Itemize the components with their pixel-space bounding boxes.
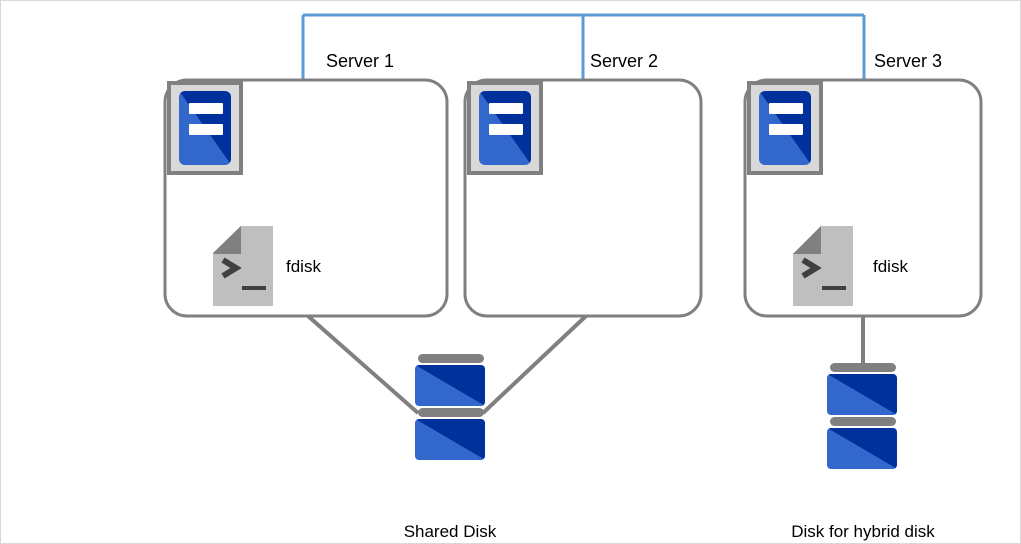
server-icon-2 [467, 81, 543, 175]
hybrid-disk-caption-line-1: Disk for hybrid disk [791, 522, 935, 541]
shared-disk-caption: Shared Disk for hybrid disk resource [325, 474, 575, 543]
network-bus-line [301, 13, 866, 80]
server-icon-1 [167, 81, 243, 175]
server-icon-3 [747, 81, 823, 175]
server-1-label: Server 1 [326, 51, 395, 71]
shared-disk-caption-line-1: Shared Disk [403, 522, 497, 541]
disk-stack-icon-shared [415, 354, 485, 460]
connector-server2-shared-disk [481, 314, 588, 415]
script-file-icon-3 [793, 226, 853, 306]
server-2-label: Server 2 [590, 51, 659, 71]
fdisk-label-server-3: fdisk [873, 257, 908, 276]
hybrid-disk-caption: Disk for hybrid disk resource [752, 474, 974, 543]
disk-stack-icon-hybrid [827, 363, 897, 469]
script-file-icon-1 [213, 226, 273, 306]
connector-server1-shared-disk [306, 314, 420, 415]
server-3-label: Server 3 [874, 51, 943, 71]
connector-lines [306, 314, 865, 415]
fdisk-label-server-1: fdisk [286, 257, 321, 276]
